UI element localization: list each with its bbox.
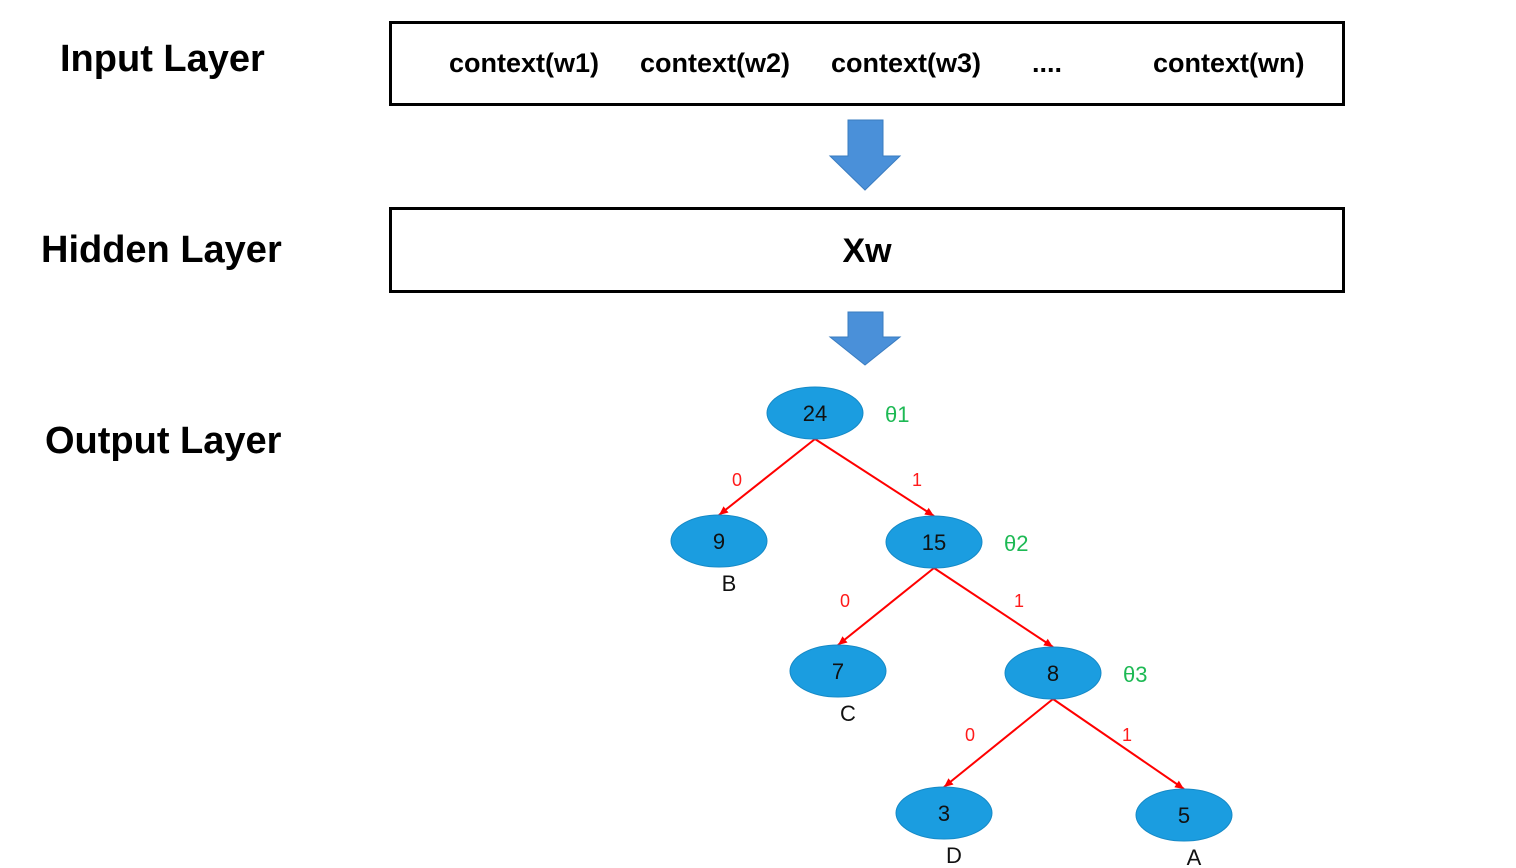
- context-w1: context(w1): [449, 48, 600, 78]
- hidden-layer-box: Xw: [389, 207, 1345, 293]
- tree-edge-n24-n9: [718, 438, 816, 516]
- tree-node-value: 8: [1047, 661, 1059, 686]
- context-w2: context(w2): [640, 48, 791, 78]
- tree-node-value: 15: [922, 530, 946, 555]
- tree-node-8: [1004, 646, 1102, 700]
- edge-bit-label: 0: [840, 591, 850, 611]
- output-layer-label: Output Layer: [45, 420, 282, 462]
- tree-node-value: 9: [713, 529, 725, 554]
- down-arrow-icon: [828, 119, 902, 191]
- theta-parameter-label: θ1: [885, 402, 909, 427]
- theta-parameter-label: θ3: [1123, 662, 1147, 687]
- tree-node-value: 3: [938, 801, 950, 826]
- tree-node-5: [1135, 788, 1233, 842]
- edge-bit-label: 0: [965, 725, 975, 745]
- tree-node-24: [766, 386, 864, 440]
- context-wn: context(wn): [1153, 48, 1305, 78]
- tree-node-value: 5: [1178, 803, 1190, 828]
- edge-bit-label: 1: [1122, 725, 1132, 745]
- input-layer-label: Input Layer: [60, 38, 265, 80]
- edge-bit-label: 1: [912, 470, 922, 490]
- hidden-layer-label: Hidden Layer: [41, 229, 282, 271]
- tree-edge-n24-n15: [814, 438, 935, 517]
- tree-node-value: 7: [832, 659, 844, 684]
- tree-node-3: [895, 786, 993, 840]
- tree-node-9: [670, 514, 768, 568]
- tree-edge-n15-n7: [837, 567, 935, 646]
- leaf-word-label: A: [1187, 845, 1202, 868]
- tree-edge-n8-n5: [1052, 698, 1185, 790]
- leaf-word-label: B: [722, 571, 737, 596]
- tree-edge-n8-n3: [943, 698, 1054, 788]
- context-w3: context(w3): [831, 48, 982, 78]
- tree-node-7: [789, 644, 887, 698]
- leaf-word-label: D: [946, 843, 962, 868]
- input-layer-box: context(w1) context(w2) context(w3) ....…: [389, 21, 1345, 106]
- down-arrow-icon: [828, 311, 902, 366]
- hidden-vector-xw: Xw: [842, 232, 892, 270]
- tree-node-15: [885, 515, 983, 569]
- tree-node-value: 24: [803, 401, 827, 426]
- context-ellipsis: ....: [1032, 48, 1063, 78]
- leaf-word-label: C: [840, 701, 856, 726]
- edge-bit-label: 0: [732, 470, 742, 490]
- edge-bit-label: 1: [1014, 591, 1024, 611]
- tree-edge-n15-n8: [933, 567, 1054, 648]
- theta-parameter-label: θ2: [1004, 531, 1028, 556]
